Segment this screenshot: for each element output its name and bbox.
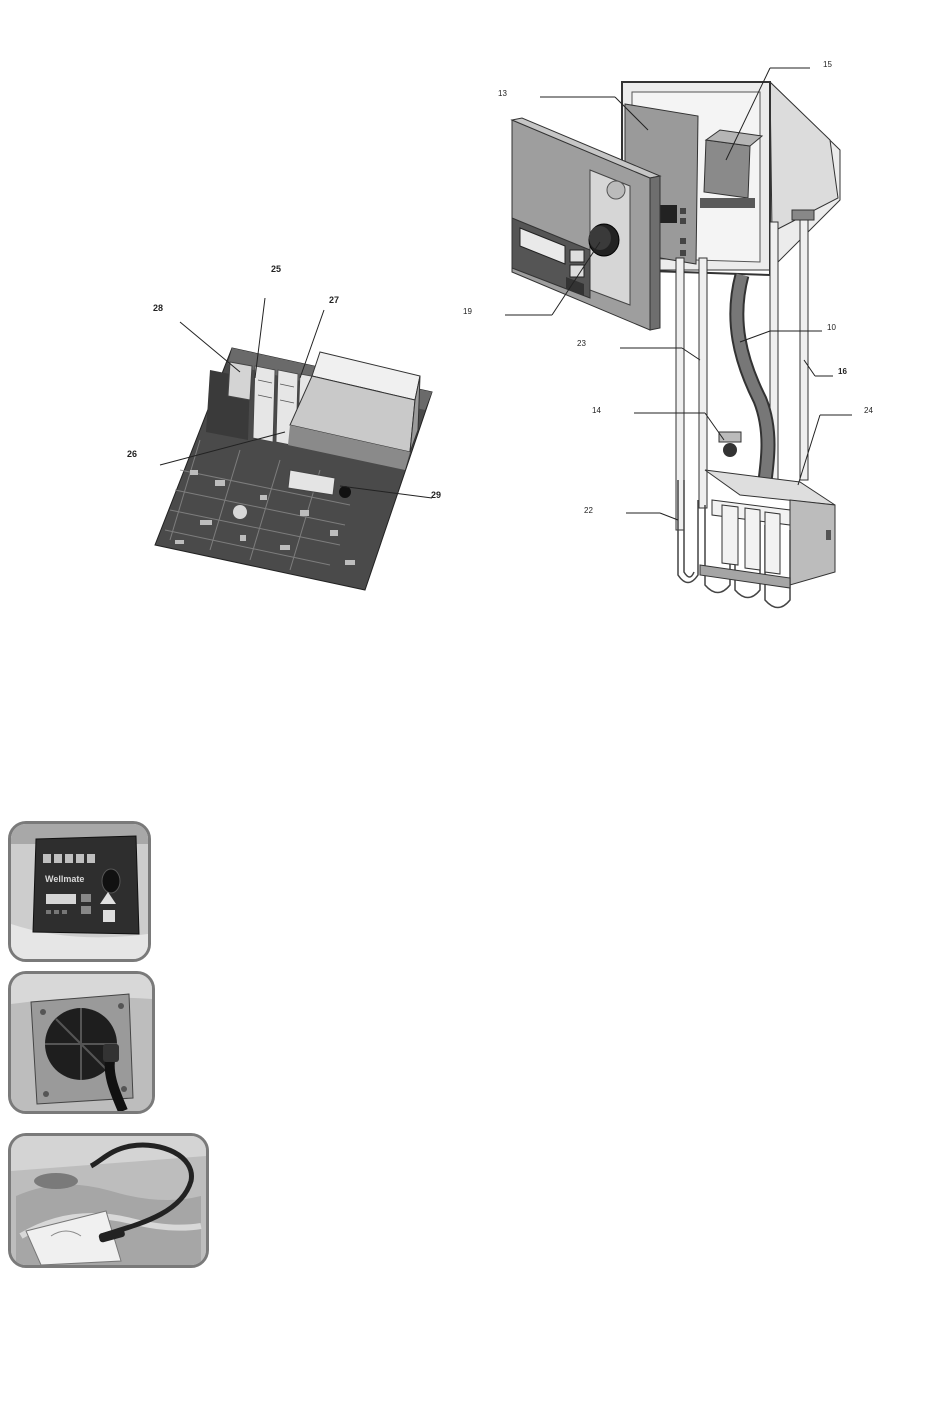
photo-control-panel: Wellmate: [8, 821, 151, 962]
circuit-board: [155, 348, 432, 590]
panel-logo-text: Wellmate: [45, 874, 84, 884]
heater-assembly: [512, 82, 840, 608]
callout-25: 25: [271, 264, 281, 274]
callout-22: 22: [584, 506, 593, 515]
callout-13: 13: [498, 89, 507, 98]
callout-14: 14: [592, 406, 601, 415]
callout-28: 28: [153, 303, 163, 313]
callout-10: 10: [827, 323, 836, 332]
callout-27: 27: [329, 295, 339, 305]
callout-19: 19: [463, 307, 472, 316]
callout-15: 15: [823, 60, 832, 69]
callout-16: 16: [838, 367, 847, 376]
callout-29: 29: [431, 490, 441, 500]
photo-fan-cover: [8, 971, 155, 1114]
callout-23: 23: [577, 339, 586, 348]
photo-sensor-cable: [8, 1133, 209, 1268]
exploded-diagram: 25 28 27 26 29: [0, 0, 950, 700]
callout-26: 26: [127, 449, 137, 459]
callout-24: 24: [864, 406, 873, 415]
